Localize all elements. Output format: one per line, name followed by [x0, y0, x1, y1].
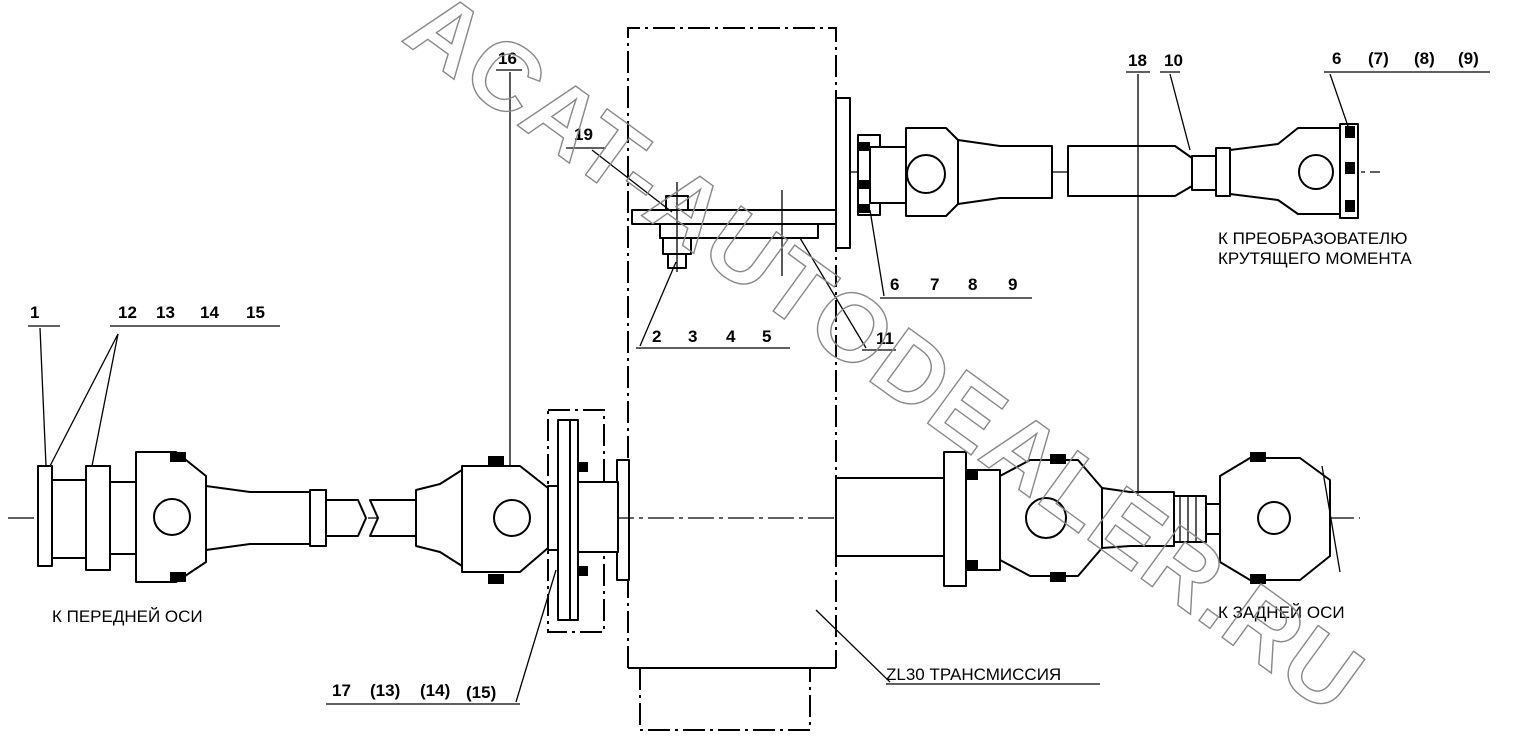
- callout-19: 19: [574, 125, 593, 144]
- transmission-housing: [616, 27, 851, 731]
- callout-8-upper-bracket: 8: [968, 275, 977, 294]
- callout-numbers: 1 12 13 14 15 16 19 2 3 4 5 11 6 7 8 9 1…: [30, 49, 1479, 702]
- callout-13-lower: (13): [370, 681, 400, 700]
- caption-converter-line1: К ПРЕОБРАЗОВАТЕЛЮ: [1218, 229, 1407, 248]
- callout-11: 11: [876, 329, 894, 348]
- caption-transmission: ZL30 ТРАНСМИССИЯ: [886, 665, 1061, 684]
- callout-6-converter: 6: [1332, 49, 1341, 68]
- mounting-bracket: [631, 182, 837, 276]
- upper-shaft: [857, 123, 1359, 219]
- rear-shaft: [835, 451, 1341, 587]
- caption-front-axle: К ПЕРЕДНЕЙ ОСИ: [52, 607, 203, 626]
- callout-10: 10: [1164, 51, 1183, 70]
- callout-8-converter: (8): [1414, 49, 1435, 68]
- callout-4: 4: [726, 327, 736, 346]
- callout-12: 12: [118, 303, 137, 322]
- callout-7-converter: (7): [1368, 49, 1389, 68]
- callout-2: 2: [652, 327, 661, 346]
- leader-lines: [28, 69, 1490, 705]
- caption-rear-axle: К ЗАДНЕЙ ОСИ: [1218, 603, 1345, 622]
- front-shaft: [37, 409, 619, 633]
- callout-9-converter: (9): [1458, 49, 1479, 68]
- callout-3: 3: [688, 327, 697, 346]
- callout-9-upper-bracket: 9: [1008, 275, 1017, 294]
- callout-1: 1: [30, 303, 39, 322]
- callout-13: 13: [156, 303, 175, 322]
- callout-5: 5: [762, 327, 771, 346]
- callout-15: 15: [246, 303, 265, 322]
- callout-7-upper-bracket: 7: [930, 275, 939, 294]
- watermark: ACAT-AUTODEALER.RU: [388, 0, 1383, 734]
- caption-converter-line2: КРУТЯЩЕГО МОМЕНТА: [1218, 249, 1412, 268]
- callout-14-lower: (14): [420, 681, 450, 700]
- callout-15-lower: (15): [466, 683, 496, 702]
- captions: К ПЕРЕДНЕЙ ОСИ К ЗАДНЕЙ ОСИ К ПРЕОБРАЗОВ…: [52, 229, 1412, 684]
- callout-16: 16: [498, 49, 517, 68]
- callout-17: 17: [332, 681, 351, 700]
- callout-18: 18: [1128, 51, 1147, 70]
- callout-14: 14: [200, 303, 219, 322]
- callout-6-upper-bracket: 6: [890, 275, 899, 294]
